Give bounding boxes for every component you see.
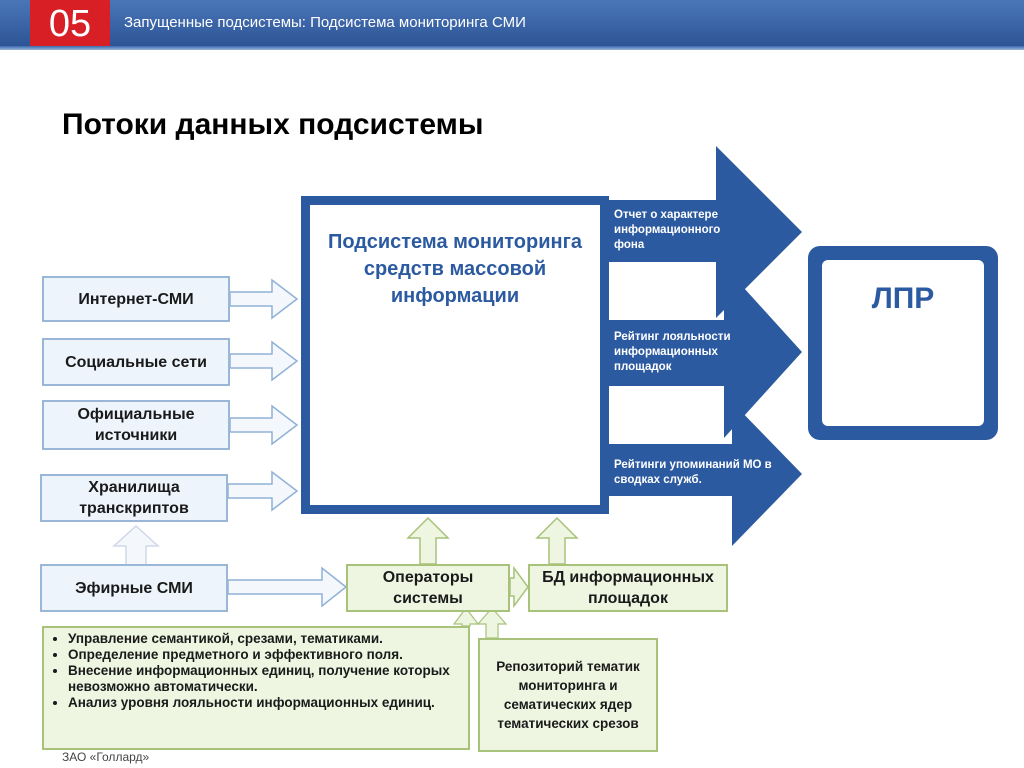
output-loyalty-rating: Рейтинг лояльности информационных площад…	[614, 331, 731, 373]
output-report: Отчет о характере информационного фона	[614, 209, 721, 251]
source-transcript-storage: Хранилища транскриптов	[40, 474, 228, 522]
db-box: БД информационных площадок	[528, 564, 728, 612]
source-broadcast-media: Эфирные СМИ	[40, 564, 228, 612]
decision-maker-title: ЛПР	[871, 282, 935, 315]
up-arrow-broadcast	[112, 524, 160, 567]
source-internet-media: Интернет-СМИ	[42, 276, 230, 322]
list-item: Определение предметного и эффективного п…	[68, 647, 462, 663]
repository-box: Репозиторий тематик мониторинга и семати…	[478, 638, 658, 752]
list-item: Управление семантикой, срезами, тематика…	[68, 631, 462, 647]
operator-tasks-list: Управление семантикой, срезами, тематика…	[42, 626, 470, 750]
list-item: Внесение информационных единиц, получени…	[68, 663, 462, 695]
output-arrow-1	[608, 146, 802, 318]
header-underline	[0, 46, 1024, 50]
source-social-networks: Социальные сети	[42, 338, 230, 386]
output-arrow-3	[608, 402, 802, 546]
arrow-operators-db	[509, 565, 529, 609]
decision-maker-box: ЛПР	[808, 246, 998, 440]
up-arrow-db-core	[535, 516, 579, 565]
header-bar	[0, 0, 1024, 46]
output-arrow-2	[608, 266, 802, 438]
operators-box: Операторы системы	[346, 564, 510, 612]
slide-title: Потоки данных подсистемы	[62, 108, 484, 141]
core-subsystem-title: Подсистема мониторинга средств массовой …	[327, 231, 583, 307]
source-official-sources: Официальные источники	[42, 400, 230, 450]
slide-number-badge: 05	[30, 0, 110, 46]
output-mentions-rating: Рейтинги упоминаний МО в сводках служб.	[614, 459, 772, 486]
up-arrow-operators-core	[406, 516, 450, 565]
input-arrow-social	[229, 340, 299, 382]
up-arrow-tasks-operators	[452, 607, 480, 627]
list-item: Анализ уровня лояльности информационных …	[68, 695, 462, 711]
input-arrow-internet	[229, 278, 299, 320]
up-arrow-repo-operators	[476, 607, 508, 639]
arrow-broadcast-operators	[227, 566, 348, 608]
input-arrow-official	[229, 404, 299, 446]
core-subsystem-box: Подсистема мониторинга средств массовой …	[301, 196, 609, 514]
header-title: Запущенные подсистемы: Подсистема монито…	[124, 14, 526, 31]
input-arrow-transcripts	[227, 470, 299, 512]
footer-company: ЗАО «Голлард»	[62, 750, 150, 764]
